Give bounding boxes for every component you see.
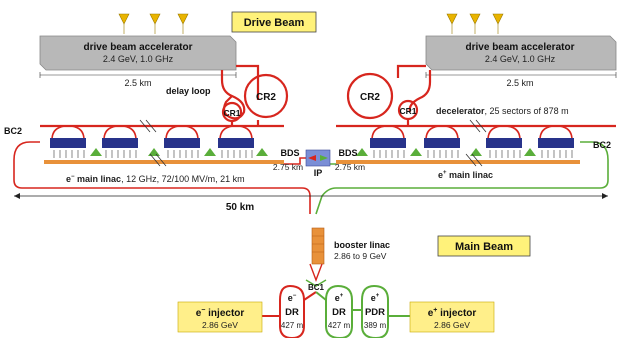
eplus-pdr-name: PDR	[365, 307, 385, 318]
right-accel-name: drive beam accelerator	[466, 42, 575, 53]
decelerator-label: decelerator, 25 sectors of 878 m	[436, 106, 569, 116]
right-cr1-label: CR1	[399, 106, 416, 116]
bds-right-length: 2.75 km	[335, 162, 365, 172]
booster-linac	[311, 227, 325, 265]
drive-beam-title-box	[231, 11, 317, 33]
bc2-left-label: BC2	[4, 126, 22, 136]
total-scale-label: 50 km	[226, 202, 254, 213]
left-accel-name: drive beam accelerator	[84, 42, 193, 53]
eminus-return-line	[13, 141, 311, 214]
drive-beam-title: Drive Beam	[244, 17, 305, 29]
bds-left-label: BDS	[280, 148, 299, 158]
eplus-dr-name: DR	[332, 307, 346, 318]
right-drive-accelerator	[425, 35, 617, 71]
bc1-label: BC1	[308, 283, 325, 292]
left-drive-accelerator	[39, 35, 237, 71]
right-linac-modules	[336, 119, 580, 167]
right-cr1-ring	[397, 99, 419, 121]
left-ring-lines	[40, 64, 284, 128]
eplus-injector-energy: 2.86 GeV	[434, 320, 470, 330]
bc2-right-label: BC2	[593, 140, 611, 150]
booster-name: booster linac	[334, 240, 390, 250]
left-cr2-label: CR2	[256, 92, 276, 103]
eminus-dr-top: e−	[288, 293, 297, 303]
eplus-dr-top: e+	[335, 293, 344, 303]
left-accel-spec: 2.4 GeV, 1.0 GHz	[103, 54, 174, 64]
main-beam-title-box	[437, 235, 531, 257]
eminus-injector-label: e− injector	[196, 307, 245, 319]
eminus-injector-box	[177, 301, 263, 333]
right-accel-spec: 2.4 GeV, 1.0 GHz	[485, 54, 556, 64]
eplus-injector-box	[409, 301, 495, 333]
eminus-linac-label: e− main linac, 12 GHz, 72/100 MV/m, 21 k…	[66, 174, 245, 184]
eplus-pdr-top: e+	[371, 293, 380, 303]
main-beam-title: Main Beam	[455, 241, 513, 253]
eplus-pdr-length: 389 m	[364, 321, 387, 330]
right-cr2-label: CR2	[360, 92, 380, 103]
bds-left-length: 2.75 km	[273, 162, 303, 172]
left-linac-modules	[44, 119, 284, 167]
ip-label: IP	[314, 168, 323, 178]
delay-loop-label: delay loop	[166, 86, 211, 96]
eplus-linac-label: e+ main linac	[438, 170, 493, 180]
left-accel-length: 2.5 km	[124, 78, 151, 88]
eminus-dr-length: 427 m	[281, 321, 304, 330]
booster-spec: 2.86 to 9 GeV	[334, 251, 387, 261]
left-cr1-ring	[221, 101, 243, 123]
left-cr2-ring	[243, 73, 289, 119]
right-antennas	[446, 13, 504, 34]
eplus-injector-label: e+ injector	[428, 307, 477, 319]
right-cr2-ring	[346, 72, 394, 120]
damping-ring-outlines	[262, 284, 410, 338]
eminus-injector-energy: 2.86 GeV	[202, 320, 238, 330]
eplus-return-line	[315, 141, 609, 215]
eminus-dr-name: DR	[285, 307, 299, 318]
eplus-dr-length: 427 m	[328, 321, 351, 330]
right-accel-length: 2.5 km	[506, 78, 533, 88]
bds-right-label: BDS	[338, 148, 357, 158]
interaction-point	[305, 149, 331, 167]
left-cr1-label: CR1	[223, 108, 240, 118]
left-antennas	[118, 13, 189, 34]
